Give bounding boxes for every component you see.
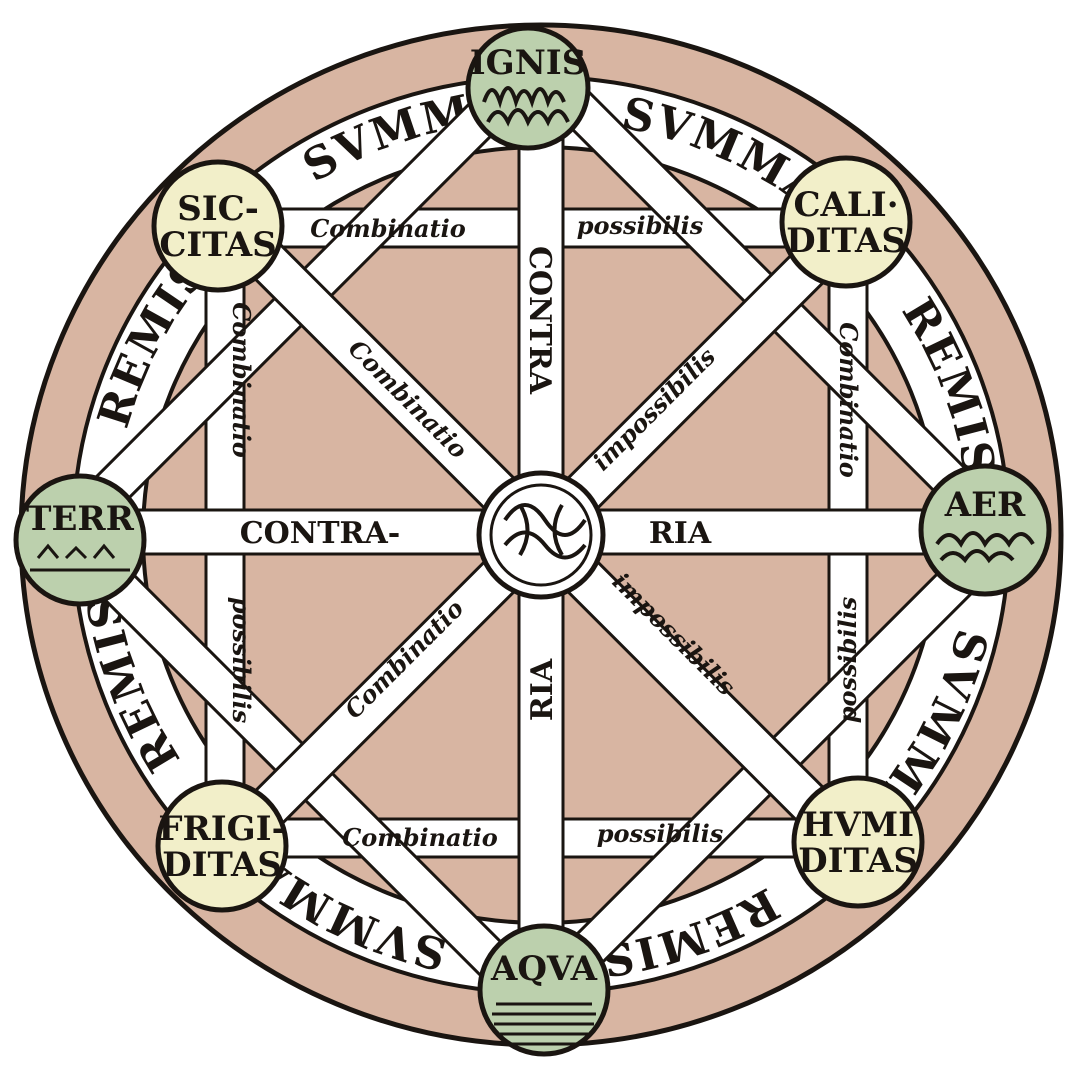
node-aer-label: AER [944,485,1026,525]
node-humiditas-line-2: DITAS [798,841,918,881]
band-label-combinatio-left: Combinatio [227,302,256,458]
band-label-possibilis-right: possibilis [833,596,862,723]
node-humiditas: HVMI DITAS [791,775,925,909]
nodes: IGNIS CALI· DITAS AER HVMI DITAS AQVA FR… [13,25,1052,1057]
band-label-possibilis-left: possibilis [227,597,256,724]
node-aqua: AQVA [477,923,611,1057]
node-siccitas-line-2: CITAS [159,225,276,265]
center-knot [476,470,606,600]
band-label-possibilis-top: possibilis [577,211,704,240]
node-terra: TERR [13,473,147,607]
node-frigiditas-line-2: DITAS [162,845,282,885]
band-label-contra-bottom: RIA [525,658,560,721]
band-label-combinatio-right: Combinatio [834,322,863,478]
node-siccitas: SIC- CITAS [151,159,285,293]
node-aqua-label: AQVA [490,949,598,989]
band-label-contra-right: RIA [649,516,712,551]
node-ignis-label: IGNIS [470,43,586,83]
node-frigiditas-line-1: FRIGI- [158,809,285,849]
node-caliditas: CALI· DITAS [779,155,913,289]
band-label-combinatio-top: Combinatio [310,214,466,243]
band-label-contra-left: CONTRA- [240,516,400,551]
node-caliditas-line-2: DITAS [786,221,906,261]
node-terra-label: TERR [26,499,134,539]
node-siccitas-line-1: SIC- [177,189,259,229]
node-caliditas-line-1: CALI· [793,185,898,225]
node-ignis: IGNIS [465,25,591,151]
band-label-combinatio-bottom: Combinatio [342,823,498,852]
bands [40,40,1030,1028]
node-frigiditas: FRIGI- DITAS [155,779,289,913]
node-humiditas-line-1: HVMI [802,805,914,845]
band-label-contra-top: CONTRA [522,246,557,395]
node-aer: AER [918,463,1052,597]
band-label-possibilis-bottom: possibilis [597,819,724,848]
